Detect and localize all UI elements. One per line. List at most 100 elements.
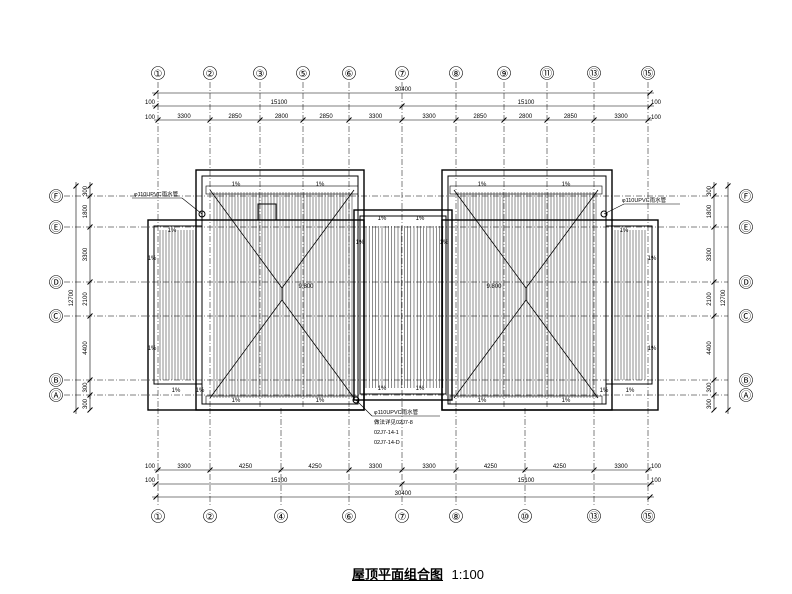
dimension-text: 3300	[369, 114, 383, 120]
slope-label: 1%	[648, 256, 657, 262]
gutter-strip	[205, 185, 359, 195]
dimension-text: 3300	[614, 114, 628, 120]
dimension-tick	[645, 467, 651, 473]
drain-marker	[352, 396, 360, 404]
axis-bubble	[739, 275, 753, 289]
dimension-text: 3300	[177, 464, 191, 470]
dimension-tick	[87, 407, 93, 413]
dimension-text: 3300	[83, 247, 89, 261]
dimension-tick	[544, 117, 550, 123]
dimension-tick	[711, 183, 717, 189]
drawing-title: 屋顶平面组合图	[352, 568, 444, 583]
drain-callout-top-left: φ110UPVC雨水管	[134, 190, 179, 198]
dimension-tick	[647, 103, 653, 109]
callout-leader	[603, 203, 625, 215]
hip-ridge	[525, 299, 599, 399]
axis-label-left: Ⓕ	[51, 191, 61, 203]
dimension-text: 2100	[707, 292, 713, 306]
axis-label-top: ①	[154, 69, 163, 80]
dimension-text: 100	[145, 100, 156, 106]
roof-hatching	[159, 189, 646, 399]
dimension-tick	[399, 467, 405, 473]
axis-bubble	[540, 66, 554, 80]
dimension-text: 12700	[69, 289, 75, 306]
axis-bubble	[395, 66, 409, 80]
dimension-text: 3300	[422, 464, 436, 470]
slope-label: 1%	[316, 398, 325, 404]
axis-bubble	[641, 509, 655, 523]
axis-label-bottom: ①	[154, 512, 163, 523]
gutter-strip	[449, 185, 603, 195]
dimension-text: 12700	[721, 289, 727, 306]
dimension-text: 2800	[275, 114, 289, 120]
dimension-tick	[453, 467, 459, 473]
dimension-tick	[278, 467, 284, 473]
right-wing-outline	[441, 219, 659, 411]
gutter-strip	[205, 395, 359, 405]
axis-label-bottom: ⑬	[589, 511, 599, 523]
dimension-tick	[711, 279, 717, 285]
dimension-tick	[87, 193, 93, 199]
dimension-tick	[87, 279, 93, 285]
hip-ridge	[209, 299, 283, 399]
axis-bubble	[49, 309, 63, 323]
axis-label-top: ⑨	[500, 69, 509, 80]
axis-label-left: Ⓓ	[51, 277, 61, 289]
dimension-text: 1800	[83, 204, 89, 218]
axis-bubble	[395, 509, 409, 523]
slope-label: 1%	[562, 398, 571, 404]
axis-bubble	[739, 309, 753, 323]
dimension-text: 300	[83, 382, 89, 393]
dimension-text: 100	[145, 478, 156, 484]
dimension-tick	[300, 117, 306, 123]
axis-bubble	[587, 66, 601, 80]
axis-bubble	[342, 66, 356, 80]
dimension-text: 4400	[707, 341, 713, 355]
callout-leader	[181, 197, 203, 215]
dimension-text: 300	[83, 185, 89, 196]
axis-label-left: Ⓒ	[51, 311, 61, 323]
axis-label-right: Ⓒ	[741, 311, 751, 323]
hip-ridge	[525, 189, 599, 289]
dimension-text: 4250	[553, 464, 567, 470]
dimension-tick	[73, 183, 79, 189]
dimension-tick	[453, 117, 459, 123]
axis-label-bottom: ⑥	[345, 512, 354, 523]
dimension-text: 300	[707, 185, 713, 196]
axis-bubble	[641, 66, 655, 80]
axis-bubble	[49, 220, 63, 234]
slope-label: 1%	[232, 398, 241, 404]
dimension-text: 100	[651, 115, 662, 121]
axis-bubble	[49, 275, 63, 289]
axis-label-bottom: ⑧	[452, 512, 461, 523]
dimension-tick	[711, 224, 717, 230]
axis-bubble	[203, 509, 217, 523]
dimension-tick	[87, 224, 93, 230]
axis-bubble	[151, 509, 165, 523]
axis-label-top: ③	[256, 69, 265, 80]
axis-label-bottom: ④	[277, 512, 286, 523]
dimension-tick	[647, 90, 653, 96]
dimension-tick	[725, 407, 731, 413]
slope-label: 1%	[416, 216, 425, 222]
dimension-text: 100	[651, 464, 662, 470]
dimension-text: 2850	[228, 114, 242, 120]
dimension-text: 100	[145, 464, 156, 470]
axis-label-right: Ⓑ	[741, 375, 751, 387]
dimension-text: 2850	[473, 114, 487, 120]
axis-bubble	[49, 189, 63, 203]
axis-bubble	[203, 66, 217, 80]
dimension-text: 30400	[395, 491, 412, 497]
axis-label-top: ⑧	[452, 69, 461, 80]
slope-label: 1%	[626, 388, 635, 394]
dimension-tick	[153, 494, 159, 500]
dimension-text: 4250	[484, 464, 498, 470]
axis-bubble	[739, 373, 753, 387]
slope-label: 1%	[600, 388, 609, 394]
dimension-text: 4400	[83, 341, 89, 355]
drain-callout-bottom: 02J7-14-D	[374, 440, 400, 446]
dimension-tick	[399, 481, 405, 487]
dimension-text: 2100	[83, 292, 89, 306]
dimension-tick	[87, 313, 93, 319]
